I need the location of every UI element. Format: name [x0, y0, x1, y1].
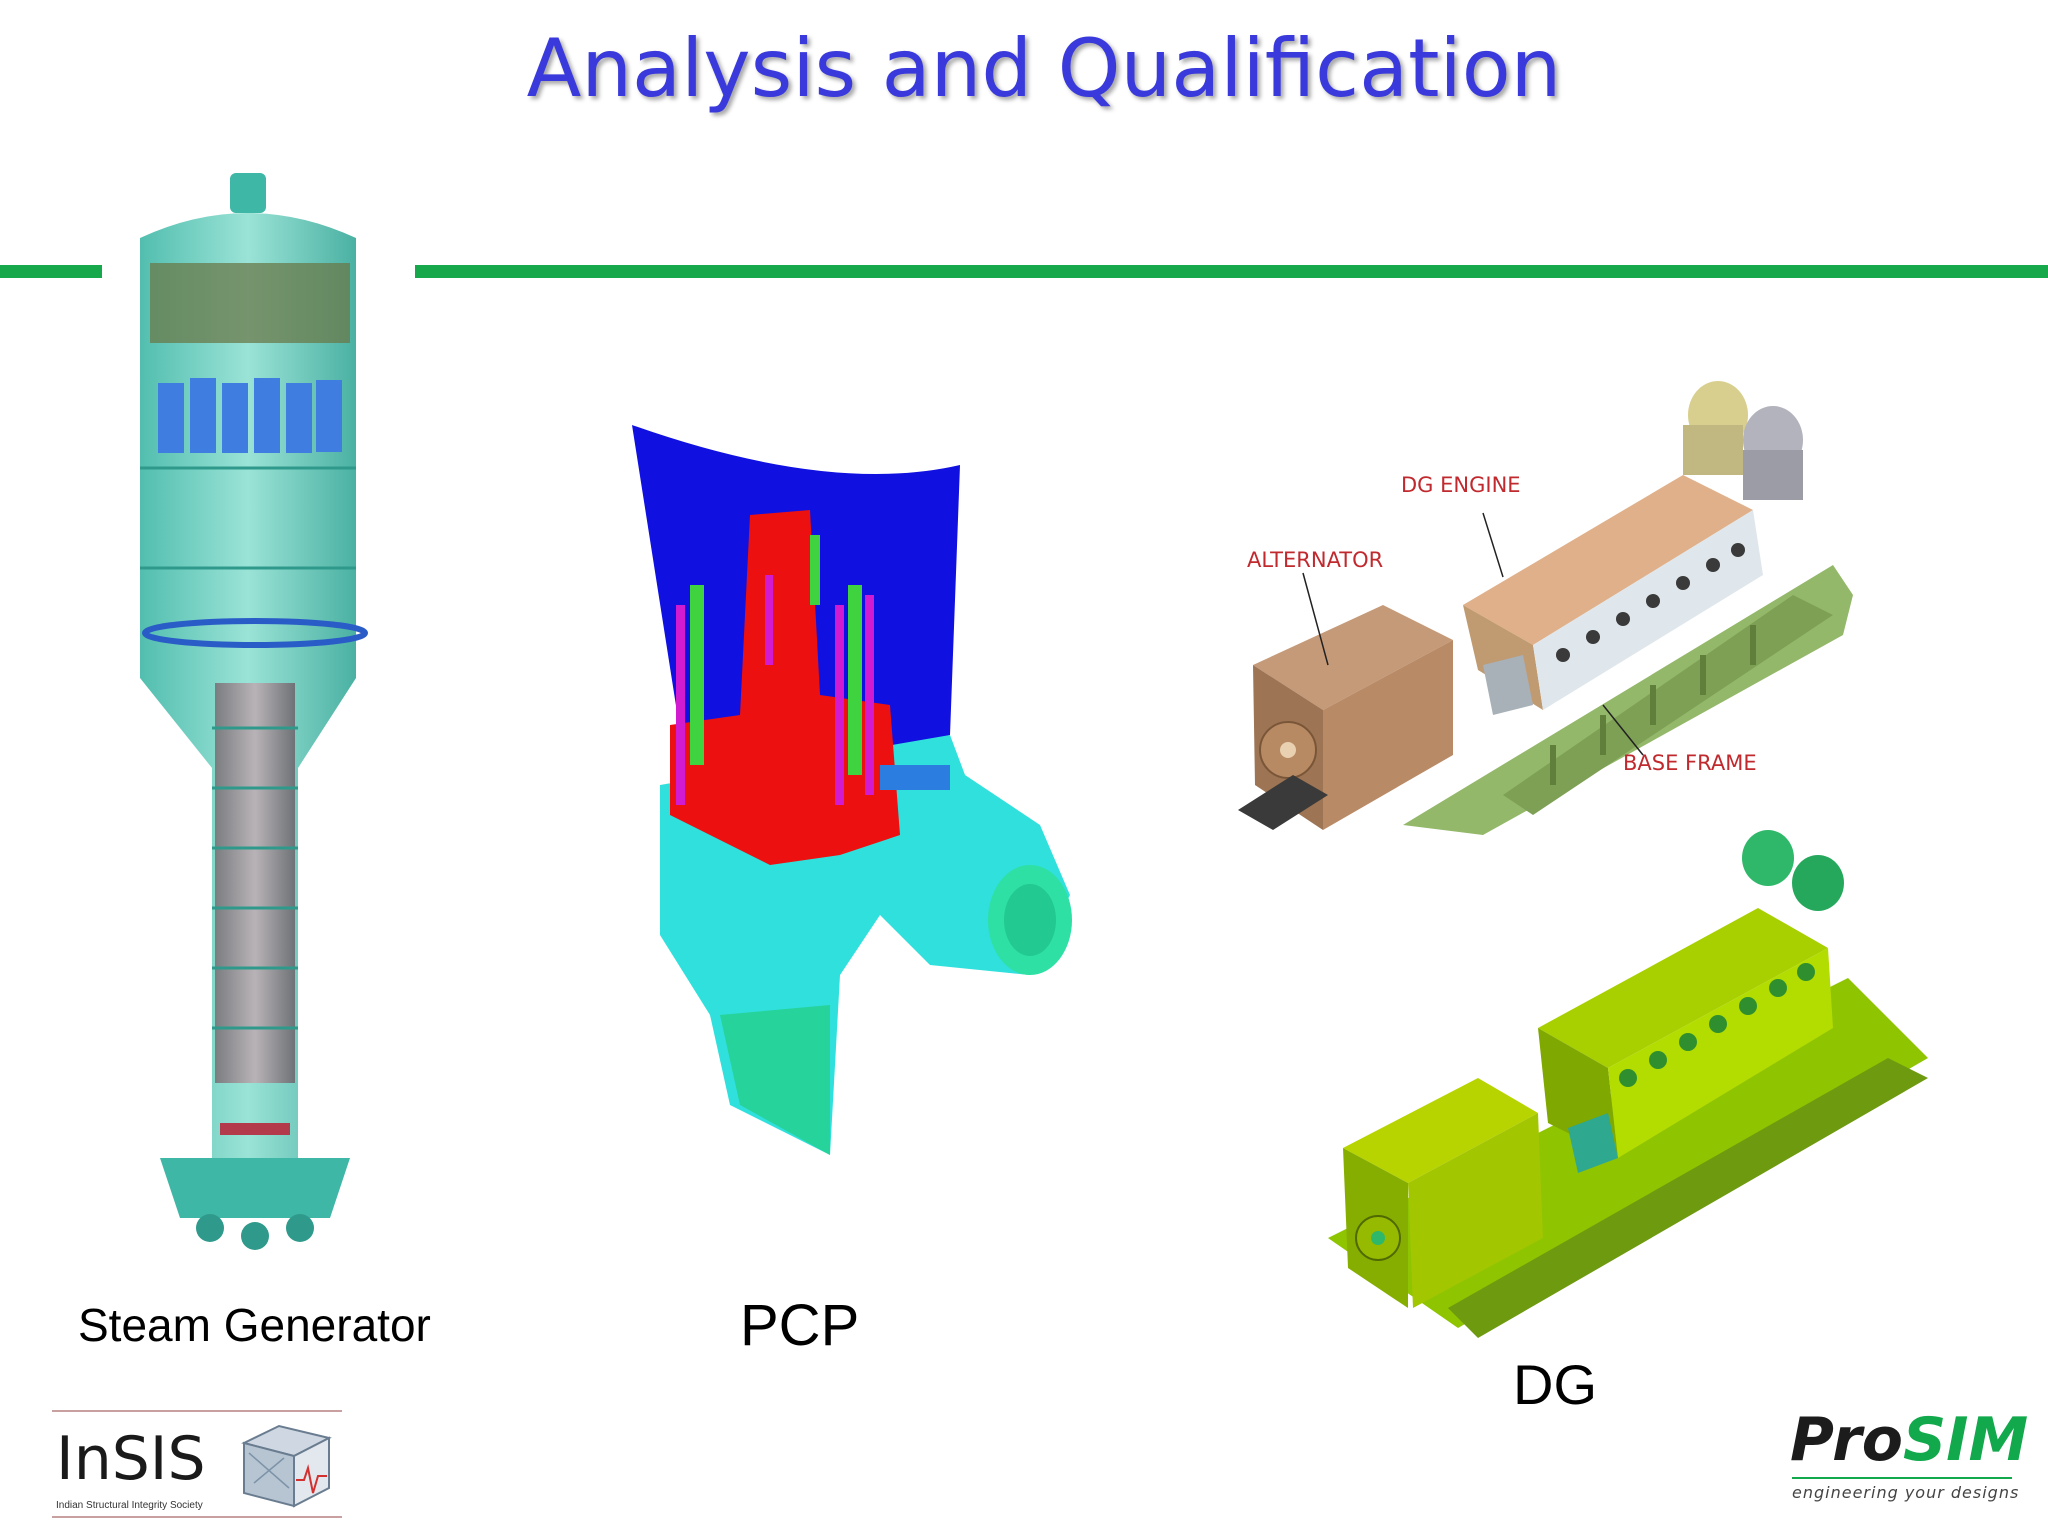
prosim-logo-tagline: engineering your designs	[1792, 1483, 2020, 1502]
insis-logo-name: InSIS	[56, 1424, 206, 1494]
dg-fe-model-image	[1328, 830, 1928, 1338]
prosim-logo-pro: Pro	[1790, 1405, 1903, 1475]
prosim-logo-sim: SIM	[1902, 1405, 2029, 1475]
cube-icon	[241, 1424, 332, 1508]
slide-title: Analysis and Qualification	[526, 22, 1562, 115]
prosim-logo: ProSIM engineering your designs	[1790, 1405, 2028, 1505]
insis-logo: InSIS Indian Structural Integrity Societ…	[52, 1410, 342, 1520]
dg-caption: DG	[1513, 1353, 1597, 1416]
steam-generator-caption: Steam Generator	[78, 1299, 431, 1351]
title-rule-right	[415, 265, 2048, 278]
title-rule-left	[0, 265, 102, 278]
base-frame-label: BASE FRAME	[1623, 751, 1757, 775]
dg-engine-label: DG ENGINE	[1401, 473, 1521, 497]
pcp-image	[632, 425, 1072, 1155]
insis-logo-subtitle: Indian Structural Integrity Society	[56, 1500, 203, 1511]
steam-generator-image	[140, 173, 368, 1250]
pcp-caption: PCP	[740, 1293, 860, 1358]
alternator-label: ALTERNATOR	[1247, 548, 1383, 572]
dg-layout-image: DG ENGINE ALTERNATOR BASE FRAME	[1238, 381, 1853, 835]
